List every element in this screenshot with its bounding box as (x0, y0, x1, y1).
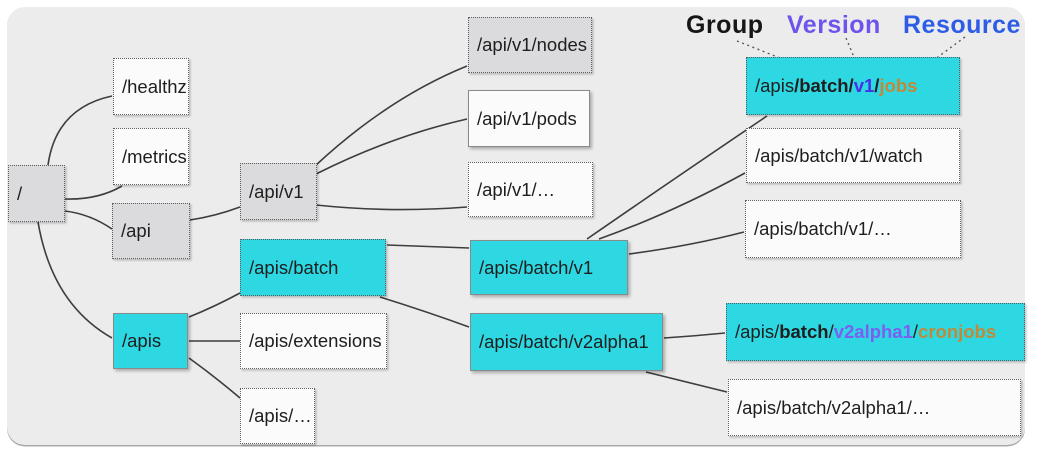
edge-v2alpha1-more (645, 371, 728, 393)
legend-label-resource: Resource (903, 11, 1021, 39)
node-healthz: /healthz (113, 58, 189, 115)
cronjobs-group-segment: batch (779, 321, 829, 342)
node-api-v1-nodes-label: /api/v1/nodes (477, 34, 588, 55)
cronjobs-separator-1: / (828, 321, 834, 342)
edge-v1-jobs (586, 115, 768, 240)
legend-label-group: Group (686, 11, 764, 39)
node-metrics: /metrics (113, 128, 189, 185)
node-apis-batch-v1-more: /apis/batch/v1/… (745, 200, 961, 258)
jobs-resource-segment: jobs (879, 75, 918, 96)
node-apis-extensions: /apis/extensions (240, 313, 387, 369)
resource-pointer-arrow (917, 36, 966, 72)
edge-root-metrics (64, 185, 123, 200)
edge-apis-batch (188, 292, 241, 318)
node-apis-batch-label: /apis/batch (249, 256, 339, 278)
node-api-v1-more: /api/v1/… (468, 162, 593, 217)
cronjobs-version-segment: v2alpha1 (833, 321, 913, 342)
node-apis-batch-v2alpha1-more-label: /apis/batch/v2alpha1/… (737, 396, 931, 418)
jobs-version-segment: v1 (853, 75, 875, 96)
node-apis-batch-v2alpha1-more: /apis/batch/v2alpha1/… (728, 379, 1021, 436)
node-root: / (8, 165, 65, 222)
cronjobs-resource-segment: cronjobs (918, 321, 997, 342)
node-apis-batch-v1-label: /apis/batch/v1 (479, 256, 594, 278)
node-apis-batch-v1: /apis/batch/v1 (470, 240, 628, 295)
node-metrics-label: /metrics (122, 145, 187, 167)
node-api-v1-more-label: /api/v1/… (477, 178, 556, 200)
edge-apis-more (188, 357, 241, 399)
node-api: /api (112, 203, 190, 259)
edge-apiv1-more (315, 204, 468, 211)
node-apis-batch-v2alpha1: /apis/batch/v2alpha1 (470, 313, 663, 371)
edge-api-apiv1 (189, 206, 241, 221)
jobs-separator: / (874, 75, 880, 96)
cronjobs-prefix: /apis/ (735, 321, 780, 342)
edge-apiv1-pods (315, 118, 468, 175)
jobs-group-segment: /batch/ (794, 75, 854, 96)
edge-batch-v2alpha1 (379, 296, 470, 328)
node-apis-batch: /apis/batch (240, 239, 386, 296)
edge-v1-more (628, 231, 745, 255)
node-apis-batch-v1-watch: /apis/batch/v1/watch (746, 128, 960, 183)
cronjobs-separator-2: / (912, 321, 919, 342)
node-api-v1-pods: /api/v1/pods (468, 90, 590, 147)
node-apis-extensions-label: /apis/extensions (249, 330, 382, 351)
legend-label-version: Version (787, 11, 881, 39)
node-apis-batch-v2alpha1-cronjobs: /apis/batch/v2alpha1/cronjobs (726, 303, 1025, 361)
node-api-v1-nodes: /api/v1/nodes (468, 17, 592, 73)
node-apis-batch-v1-more-label: /apis/batch/v1/… (754, 218, 892, 239)
node-apis-batch-v1-watch-label: /apis/batch/v1/watch (755, 144, 923, 166)
edge-batch-v1 (386, 244, 470, 249)
node-apis-batch-v1-jobs: /apis/batch/v1/jobs (746, 57, 960, 115)
group-pointer-arrow (736, 40, 810, 70)
node-apis-more-label: /apis/… (249, 405, 312, 426)
edge-v1-watch (598, 172, 746, 240)
node-api-v1-pods-label: /api/v1/pods (477, 107, 577, 129)
jobs-prefix: /apis (755, 75, 795, 96)
node-apis-batch-v2alpha1-label: /apis/batch/v2alpha1 (479, 331, 649, 352)
node-root-label: / (17, 182, 23, 204)
node-api-v1-label: /api/v1 (249, 180, 304, 202)
edge-root-apis (37, 221, 113, 339)
node-apis-more: /apis/… (240, 388, 315, 444)
edge-apiv1-nodes (314, 65, 468, 167)
node-api-label: /api (121, 220, 151, 241)
node-apis: /apis (113, 313, 188, 369)
edge-root-healthz (47, 95, 113, 166)
node-apis-label: /apis (122, 330, 162, 351)
node-healthz-label: /healthz (122, 75, 187, 97)
node-api-v1: /api/v1 (240, 163, 317, 220)
edge-root-api (64, 210, 113, 230)
edge-v2alpha1-cronjobs (663, 332, 726, 339)
